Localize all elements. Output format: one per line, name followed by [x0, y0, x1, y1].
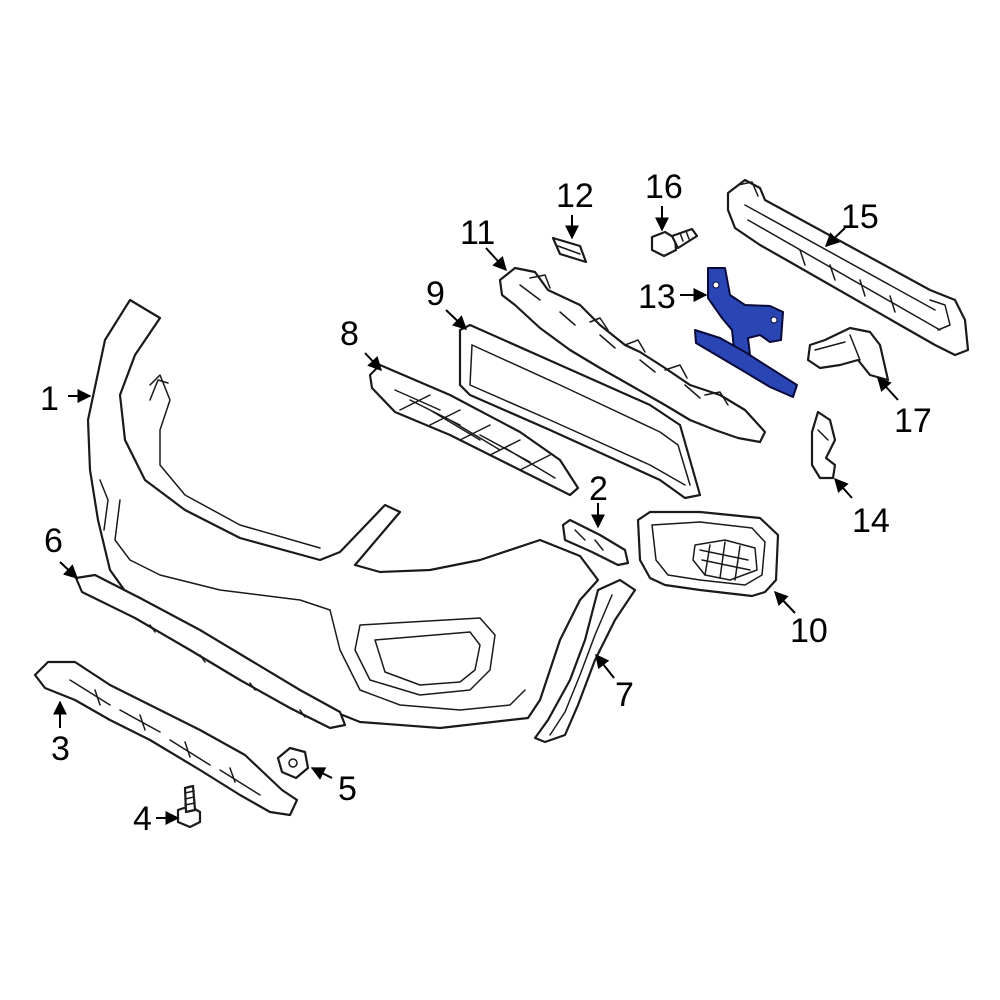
part-17-bracket[interactable]: [806, 326, 890, 382]
callout-5[interactable]: 5: [338, 770, 357, 808]
part-15-bumper-reinforcement[interactable]: [726, 178, 970, 357]
callout-2[interactable]: 2: [589, 470, 608, 508]
leader-11: [485, 247, 507, 272]
part-12-clip[interactable]: [551, 236, 588, 264]
part-4-screw[interactable]: [176, 784, 202, 829]
part-2-bracket[interactable]: [561, 518, 630, 567]
part-7-molding[interactable]: [533, 578, 637, 744]
callout-17[interactable]: 17: [894, 402, 932, 440]
callout-4[interactable]: 4: [133, 800, 152, 838]
callout-leaders: [53, 206, 899, 825]
part-16-bolt[interactable]: [650, 227, 699, 258]
callout-1[interactable]: 1: [40, 380, 59, 418]
leader-10: [774, 590, 796, 614]
callout-14[interactable]: 14: [852, 502, 890, 540]
highlighted-part-shape: [707, 267, 784, 363]
part-8-lower-grille[interactable]: [368, 363, 580, 497]
callout-16[interactable]: 16: [645, 168, 683, 206]
callout-3[interactable]: 3: [51, 730, 70, 768]
leader-5: [310, 767, 333, 780]
callout-10[interactable]: 10: [790, 612, 828, 650]
part-10-fog-lamp-bezel[interactable]: [636, 510, 780, 598]
callout-6[interactable]: 6: [44, 522, 63, 560]
leader-7: [595, 653, 615, 679]
part-11-energy-absorber[interactable]: [498, 266, 767, 444]
callout-12[interactable]: 12: [556, 177, 594, 215]
callout-7[interactable]: 7: [615, 676, 634, 714]
leader-15: [824, 227, 846, 247]
leader-14: [834, 477, 853, 499]
callout-13[interactable]: 13: [638, 278, 676, 316]
part-13-license-bracket[interactable]: [694, 267, 798, 398]
callout-9[interactable]: 9: [426, 275, 445, 313]
part-5-clip[interactable]: [276, 746, 310, 780]
part-9-grille[interactable]: [458, 323, 702, 500]
callout-15[interactable]: 15: [841, 198, 879, 236]
leader-9: [445, 309, 468, 330]
leader-17: [877, 376, 899, 401]
leader-6: [59, 561, 79, 579]
part-3-lower-absorber[interactable]: [33, 660, 299, 817]
highlighted-part-shape: [694, 329, 798, 398]
leader-8: [364, 352, 382, 372]
callout-8[interactable]: 8: [340, 315, 359, 353]
part-14-bracket[interactable]: [810, 410, 837, 480]
callout-11[interactable]: 11: [460, 214, 495, 252]
part-6-lower-strip[interactable]: [74, 573, 347, 730]
callout-labels: 1 2 3 4 5 6 7 8 9 10 11 12 13 14 15 16 1…: [40, 168, 932, 838]
